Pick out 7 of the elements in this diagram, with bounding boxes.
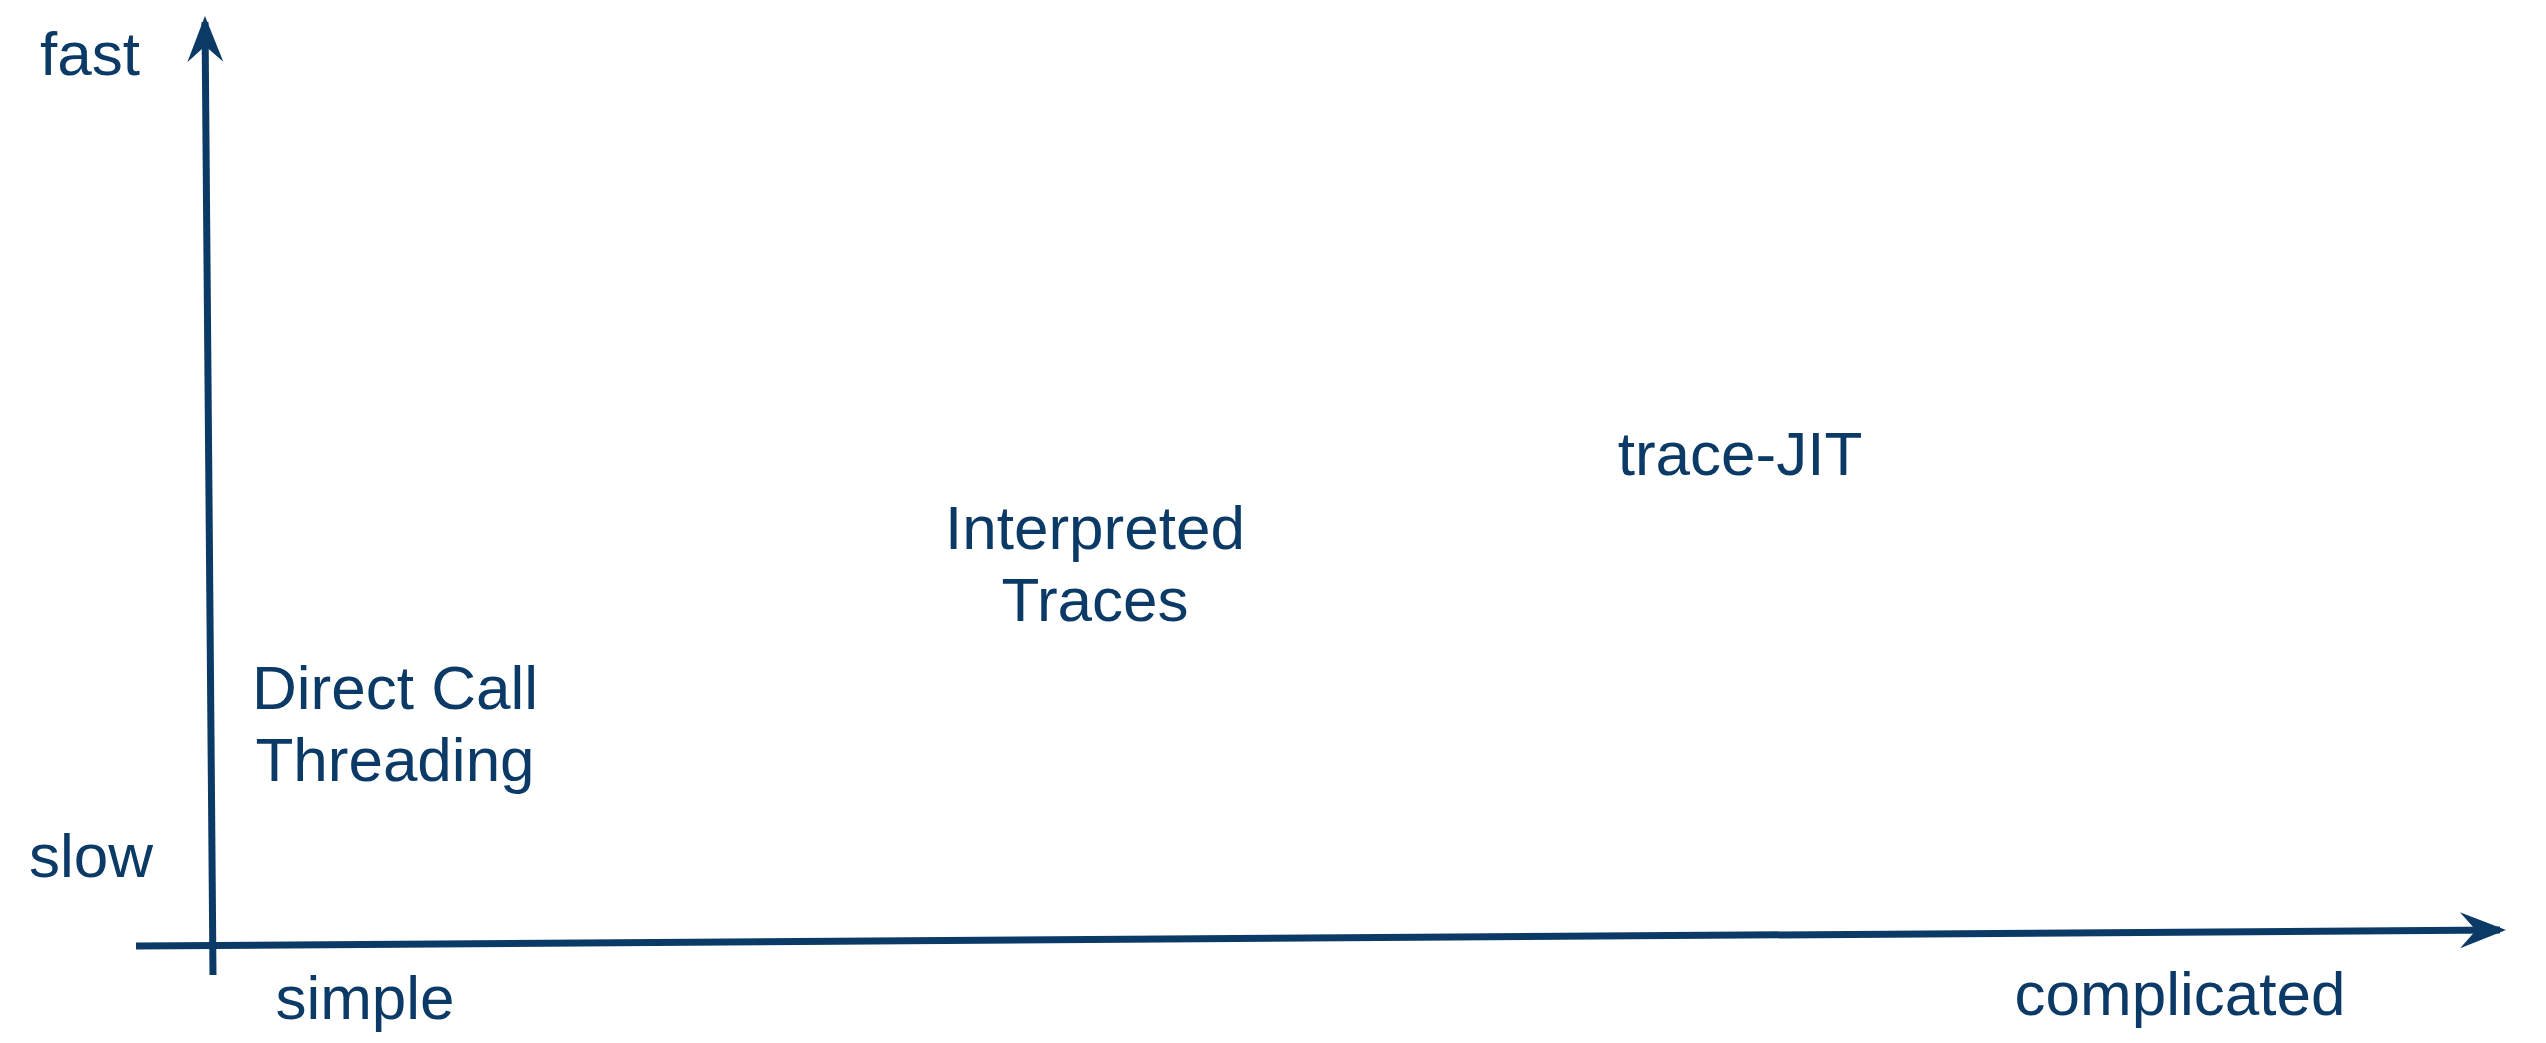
axis-label: slow — [28, 820, 154, 892]
approach-label: Direct Call Threading — [251, 652, 539, 796]
axis-label: fast — [39, 18, 141, 90]
axis-label: complicated — [2013, 958, 2347, 1030]
approach-label: trace-JIT — [1616, 418, 1864, 490]
axis-label: simple — [274, 962, 456, 1034]
approach-label: Interpreted Traces — [944, 492, 1246, 636]
